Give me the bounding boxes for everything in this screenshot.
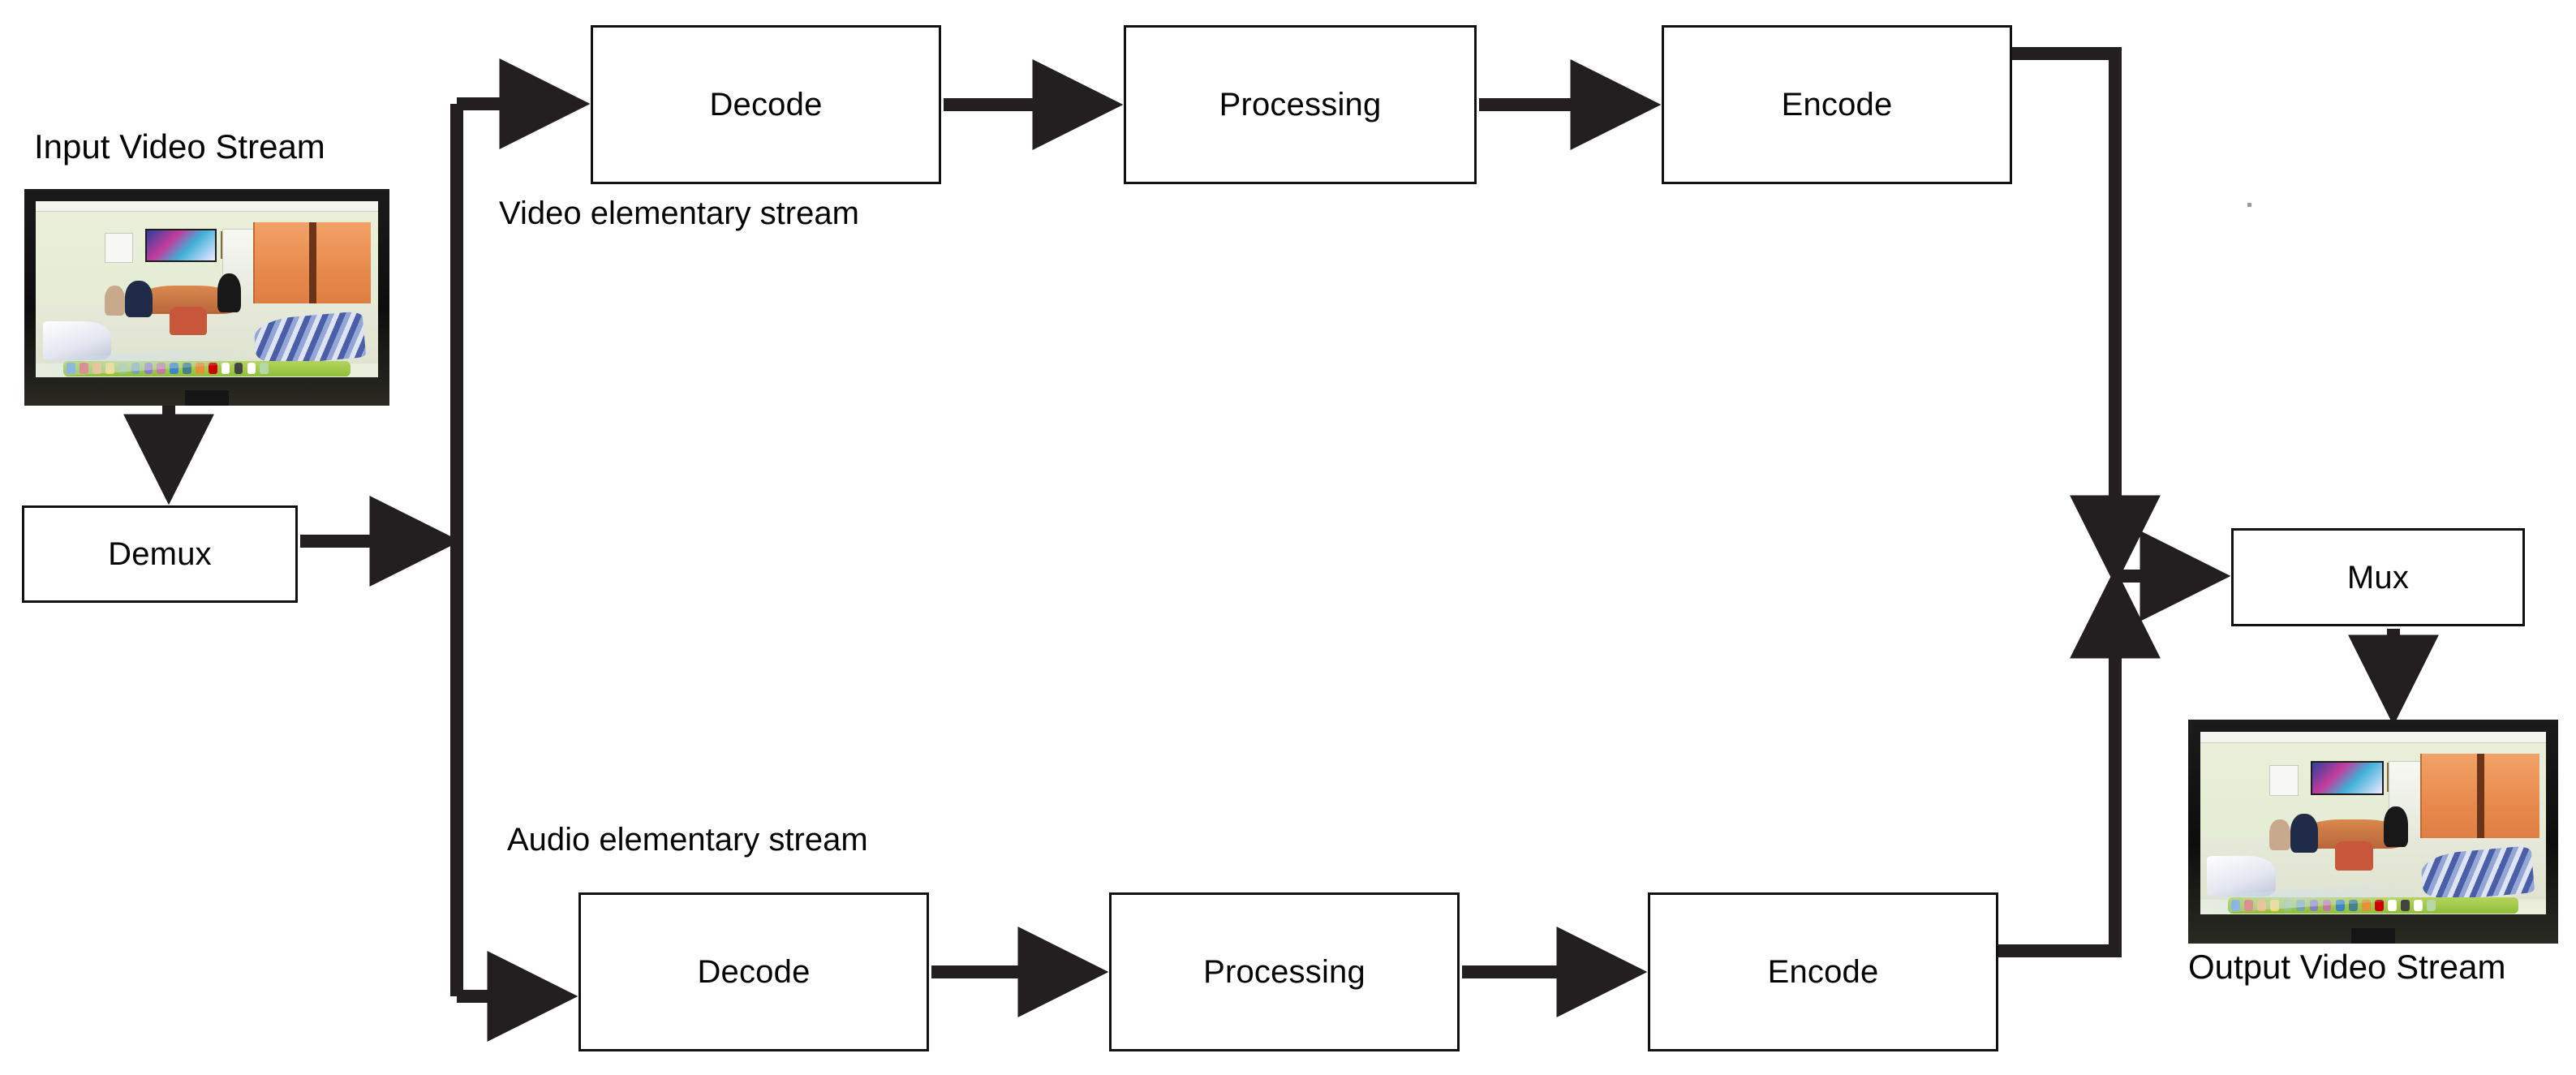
node-video-decode[interactable]: Decode: [591, 25, 941, 184]
node-mux[interactable]: Mux: [2231, 528, 2525, 626]
caption-input-video-stream: Input Video Stream: [34, 127, 325, 166]
node-video-encode-label: Encode: [1781, 87, 1893, 123]
input-video-thumbnail: [24, 189, 389, 406]
node-demux[interactable]: Demux: [22, 505, 298, 603]
node-mux-label: Mux: [2346, 559, 2410, 596]
caption-output-video-stream: Output Video Stream: [2188, 948, 2506, 986]
edge-audio-encode-to-merge: [1998, 567, 2161, 957]
label-audio-elementary-stream: Audio elementary stream: [507, 822, 868, 858]
edge-video-encode-to-merge: [2012, 47, 2161, 587]
node-video-encode[interactable]: Encode: [1662, 25, 2012, 184]
node-audio-encode[interactable]: Encode: [1648, 892, 1998, 1051]
node-audio-processing-label: Processing: [1203, 954, 1365, 990]
node-demux-label: Demux: [108, 536, 212, 572]
node-audio-decode[interactable]: Decode: [578, 892, 929, 1051]
label-video-elementary-stream: Video elementary stream: [499, 196, 859, 231]
node-audio-processing[interactable]: Processing: [1109, 892, 1460, 1051]
node-video-processing[interactable]: Processing: [1124, 25, 1477, 184]
node-video-processing-label: Processing: [1219, 87, 1382, 123]
node-audio-decode-label: Decode: [697, 954, 811, 990]
stray-speck: [2247, 203, 2251, 207]
node-audio-encode-label: Encode: [1767, 954, 1879, 990]
output-video-thumbnail: [2188, 720, 2558, 944]
node-video-decode-label: Decode: [709, 87, 823, 123]
